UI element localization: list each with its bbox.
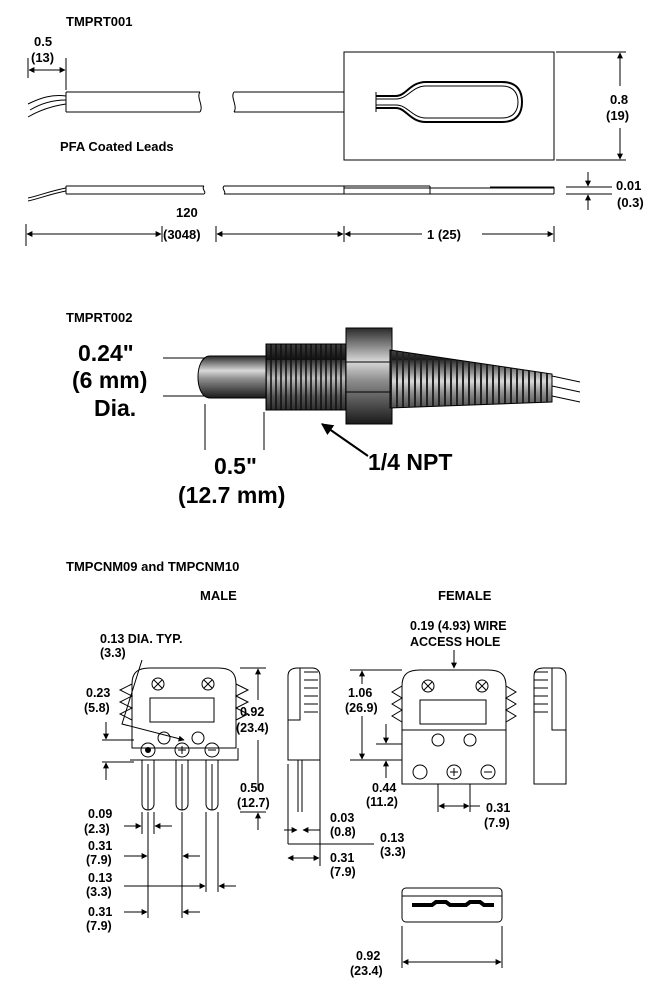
- hole-dia-label: 0.13 DIA. TYP.: [100, 632, 182, 646]
- male-d009: 0.09: [88, 807, 112, 821]
- dim-height-mm: (19): [606, 108, 629, 123]
- tmprt002-title: TMPRT002: [66, 310, 132, 325]
- dim-length-mm: (3048): [163, 227, 201, 242]
- male-d092-mm: (23.4): [236, 721, 269, 735]
- male-d050: 0.50: [240, 781, 264, 795]
- probe-thread: [265, 343, 347, 411]
- cable-side-left: [65, 185, 204, 195]
- probe-tip: [197, 355, 269, 399]
- female-d106: 1.06: [348, 686, 372, 700]
- female-d031: 0.31: [486, 801, 510, 815]
- female-d044: 0.44: [372, 781, 396, 795]
- dia-label: Dia.: [94, 395, 136, 421]
- side-d003: 0.03: [330, 811, 354, 825]
- tmprt002-section: TMPRT002 0.24" (6 mm) Dia. 1/4 NPT 0.5" …: [66, 310, 581, 508]
- wire-access-label: 0.19 (4.93) WIRE: [410, 619, 507, 633]
- male-d031a-mm: (7.9): [86, 853, 112, 867]
- wire-access-label2: ACCESS HOLE: [410, 635, 500, 649]
- dim-tip: 1 (25): [427, 227, 461, 242]
- female-connector: [391, 669, 517, 785]
- female-label: FEMALE: [438, 588, 492, 603]
- male-d031a: 0.31: [88, 839, 112, 853]
- connector-section: TMPCNM09 and TMPCNM10 MALE FEMALE 0.13 D…: [66, 559, 567, 978]
- dim-thickness-mm: (0.3): [617, 195, 644, 210]
- side-d031: 0.31: [330, 851, 354, 865]
- tmprt001-section: TMPRT001 0.5 (13) 0.8 (19) PFA Coated Le…: [25, 14, 644, 246]
- strain-relief: [389, 349, 553, 409]
- male-d031b-mm: (7.9): [86, 919, 112, 933]
- male-d013-mm: (3.3): [86, 885, 112, 899]
- dim-strip-mm: (13): [31, 50, 54, 65]
- dim-strip-value: 0.5: [34, 34, 52, 49]
- male-d023: 0.23: [86, 686, 110, 700]
- tmprt001-title: TMPRT001: [66, 14, 132, 29]
- cable-side-right: [224, 185, 554, 195]
- female-d044-mm: (11.2): [366, 795, 398, 809]
- dia-inch: 0.24": [78, 340, 134, 366]
- leads-label: PFA Coated Leads: [60, 139, 174, 154]
- female-d031-mm: (7.9): [484, 816, 510, 830]
- male-d031b: 0.31: [88, 905, 112, 919]
- dia-mm: (6 mm): [72, 367, 147, 393]
- side-d013: 0.13: [380, 831, 404, 845]
- length-inch: 0.5": [214, 453, 257, 479]
- dim-height-value: 0.8: [610, 92, 628, 107]
- female-bottom: [401, 887, 503, 923]
- male-d050-mm: (12.7): [237, 796, 270, 810]
- length-mm: (12.7 mm): [178, 482, 285, 508]
- female-d106-mm: (26.9): [345, 701, 378, 715]
- male-connector: [118, 667, 250, 811]
- cable-top-left: [65, 91, 200, 113]
- connector-title: TMPCNM09 and TMPCNM10: [66, 559, 239, 574]
- hole-dia-mm: (3.3): [100, 646, 126, 660]
- sensor-pad: [343, 51, 555, 161]
- female-d092: 0.92: [356, 949, 380, 963]
- side-d031-mm: (7.9): [330, 865, 356, 879]
- side-d003-mm: (0.8): [330, 825, 356, 839]
- female-side: [533, 667, 567, 785]
- male-d092: 0.92: [240, 705, 264, 719]
- side-connector: [287, 667, 321, 812]
- sensor-element: [376, 81, 524, 123]
- male-d023-mm: (5.8): [84, 701, 110, 715]
- probe-hex: [345, 327, 393, 425]
- male-label: MALE: [200, 588, 237, 603]
- thread-label: 1/4 NPT: [368, 449, 452, 475]
- dim-thickness-value: 0.01: [616, 178, 641, 193]
- side-d013-mm: (3.3): [380, 845, 406, 859]
- male-d013: 0.13: [88, 871, 112, 885]
- dim-length-value: 120: [176, 205, 198, 220]
- female-d092-mm: (23.4): [350, 964, 383, 978]
- male-d009-mm: (2.3): [84, 822, 110, 836]
